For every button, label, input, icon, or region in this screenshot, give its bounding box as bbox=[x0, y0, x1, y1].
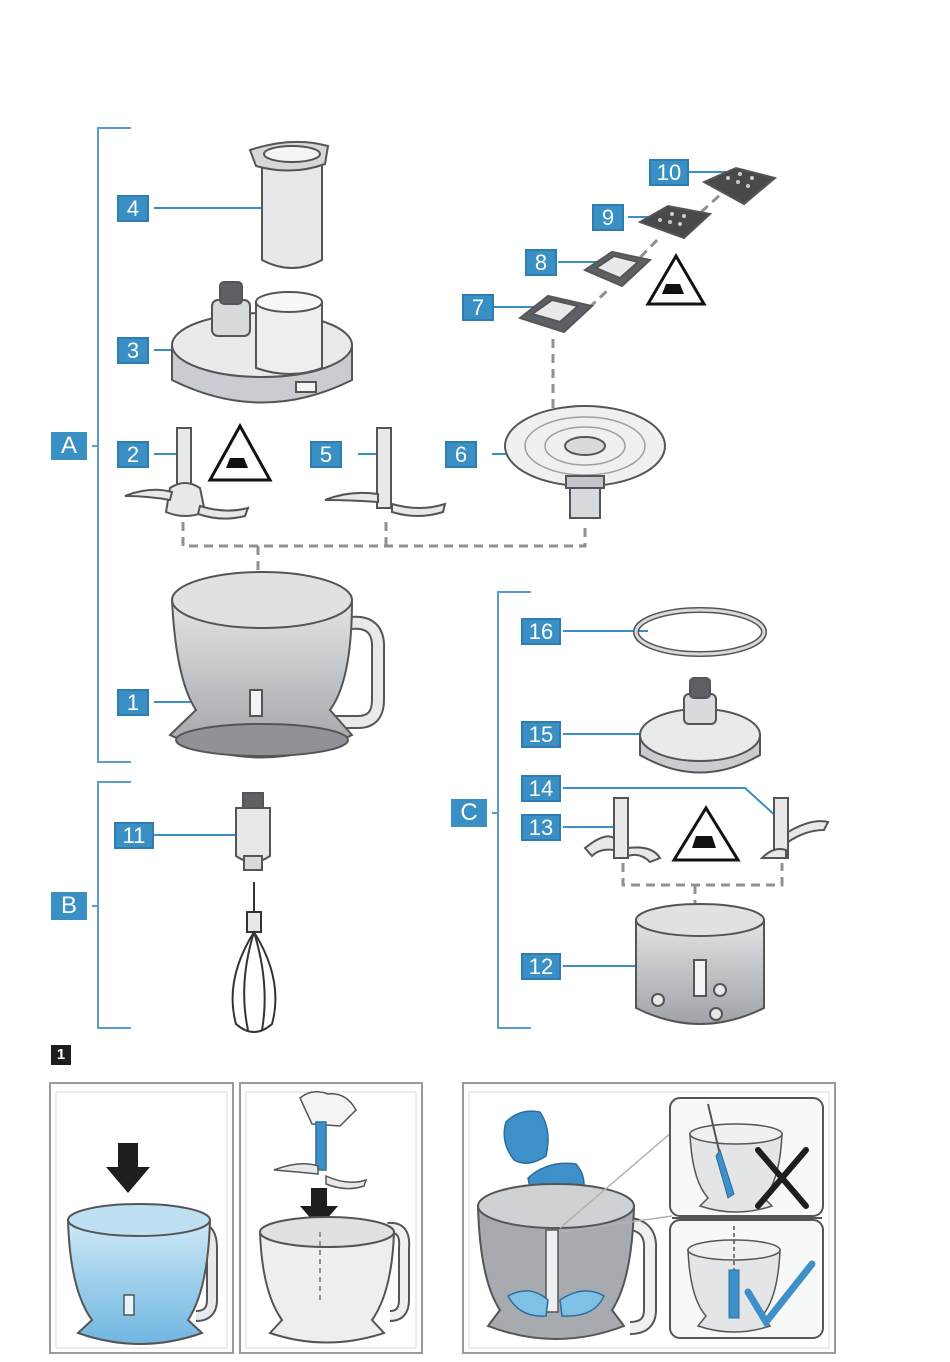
step-panel-2 bbox=[240, 1083, 422, 1353]
bracket-b bbox=[92, 782, 131, 1028]
callout-7: 7 bbox=[462, 294, 494, 321]
chopper-blade bbox=[585, 798, 660, 862]
step-panel-1 bbox=[50, 1083, 233, 1353]
ice-crusher-blade bbox=[762, 798, 828, 858]
whisk-gearbox bbox=[236, 793, 270, 870]
group-label-b: B bbox=[51, 892, 87, 920]
whisk bbox=[233, 882, 276, 1032]
chopper-bowl bbox=[636, 904, 764, 1024]
step-panel-3 bbox=[463, 1083, 835, 1353]
callout-16: 16 bbox=[521, 618, 561, 645]
warning-triangle-hand-icon bbox=[210, 426, 270, 480]
disc-carrier bbox=[505, 406, 665, 518]
callout-1: 1 bbox=[117, 689, 149, 716]
callout-12: 12 bbox=[521, 953, 561, 980]
seal-ring bbox=[636, 610, 764, 654]
callout-6: 6 bbox=[445, 441, 477, 468]
callout-8: 8 bbox=[525, 249, 557, 276]
processor-bowl bbox=[170, 572, 378, 758]
pusher bbox=[250, 142, 328, 268]
callout-15: 15 bbox=[521, 721, 561, 748]
callout-5: 5 bbox=[310, 441, 342, 468]
slicing-discs bbox=[520, 168, 775, 332]
callout-11: 11 bbox=[114, 822, 154, 849]
callout-9: 9 bbox=[592, 204, 624, 231]
callout-14: 14 bbox=[521, 775, 561, 802]
dough-tool bbox=[325, 428, 445, 516]
callout-2: 2 bbox=[117, 441, 149, 468]
group-label-c: C bbox=[451, 799, 487, 827]
warning-triangle-hand-icon bbox=[648, 256, 704, 304]
group-label-a: A bbox=[51, 432, 87, 460]
callout-3: 3 bbox=[117, 337, 149, 364]
callout-10: 10 bbox=[649, 159, 689, 186]
processor-lid bbox=[172, 282, 352, 403]
callout-4: 4 bbox=[117, 195, 149, 222]
blender-lid bbox=[640, 678, 760, 773]
callout-13: 13 bbox=[521, 814, 561, 841]
warning-triangle-hand-icon bbox=[674, 808, 738, 860]
figure-label: 1 bbox=[51, 1045, 71, 1065]
